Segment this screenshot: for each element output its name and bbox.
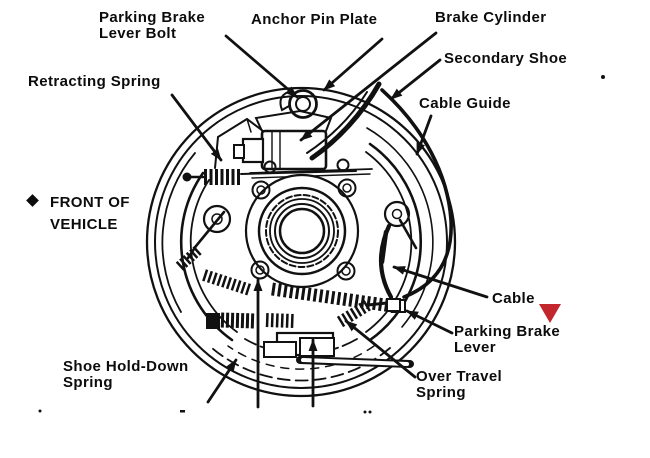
label-parking-brake-lever-bolt: Parking Brake Lever Bolt	[99, 10, 205, 42]
label-line: Shoe Hold-Down	[63, 358, 189, 375]
leader-cable	[392, 265, 489, 299]
label-cable-guide: Cable Guide	[419, 96, 511, 112]
leader-anchor-pin-plate	[322, 37, 384, 92]
leader-retracting-spring	[170, 93, 223, 162]
label-line: Cable	[492, 290, 535, 307]
hub-bolt-holes	[250, 158, 357, 281]
parking-brake-lever-part	[379, 223, 394, 300]
leader-over-travel-spring	[344, 319, 417, 379]
label-over-travel-spring: Over Travel Spring	[416, 369, 502, 401]
leader-cable-guide	[415, 114, 433, 156]
label-brake-cylinder: Brake Cylinder	[435, 10, 546, 26]
label-line: VEHICLE	[50, 216, 118, 233]
label-parking-brake-lever: Parking Brake Lever	[454, 324, 560, 356]
anchor-pin	[279, 89, 318, 119]
label-anchor-pin-plate: Anchor Pin Plate	[251, 12, 377, 28]
label-line: Spring	[416, 384, 466, 401]
label-line: Retracting Spring	[28, 73, 161, 90]
label-line: Cable Guide	[419, 95, 511, 112]
red-triangle-marker	[539, 304, 561, 323]
retracting-spring-part	[182, 169, 357, 185]
label-line: Over Travel	[416, 368, 503, 385]
label-line: Parking Brake	[454, 323, 561, 340]
label-line: Brake Cylinder	[435, 9, 547, 26]
hub	[244, 158, 360, 289]
scan-specks	[38, 75, 605, 414]
label-cable: Cable	[492, 291, 535, 307]
label-retracting-spring: Retracting Spring	[28, 74, 161, 90]
label-line: Anchor Pin Plate	[251, 11, 378, 28]
label-shoe-hold-down-spring: Shoe Hold-Down Spring	[63, 359, 189, 391]
label-secondary-shoe: Secondary Shoe	[444, 51, 567, 67]
label-line: Secondary Shoe	[444, 50, 568, 67]
leader-secondary-shoe	[389, 58, 442, 101]
leader-parking-brake-lever	[405, 309, 454, 335]
label-line: Lever Bolt	[99, 25, 177, 42]
label-line: Parking Brake	[99, 9, 206, 26]
hold-down-pins	[186, 200, 418, 260]
leader-brake-cylinder	[299, 31, 438, 142]
leader-lines	[170, 31, 489, 409]
adjuster-assembly	[174, 245, 414, 368]
leader-parking-brake-lever-bolt	[224, 34, 299, 99]
label-line: Spring	[63, 374, 113, 391]
label-line: FRONT OF	[50, 194, 130, 211]
label-line: Lever	[454, 339, 497, 356]
label-front-of-vehicle: FRONT OF VEHICLE	[50, 192, 130, 236]
leader-shoe-hold-down-spring	[206, 358, 238, 404]
